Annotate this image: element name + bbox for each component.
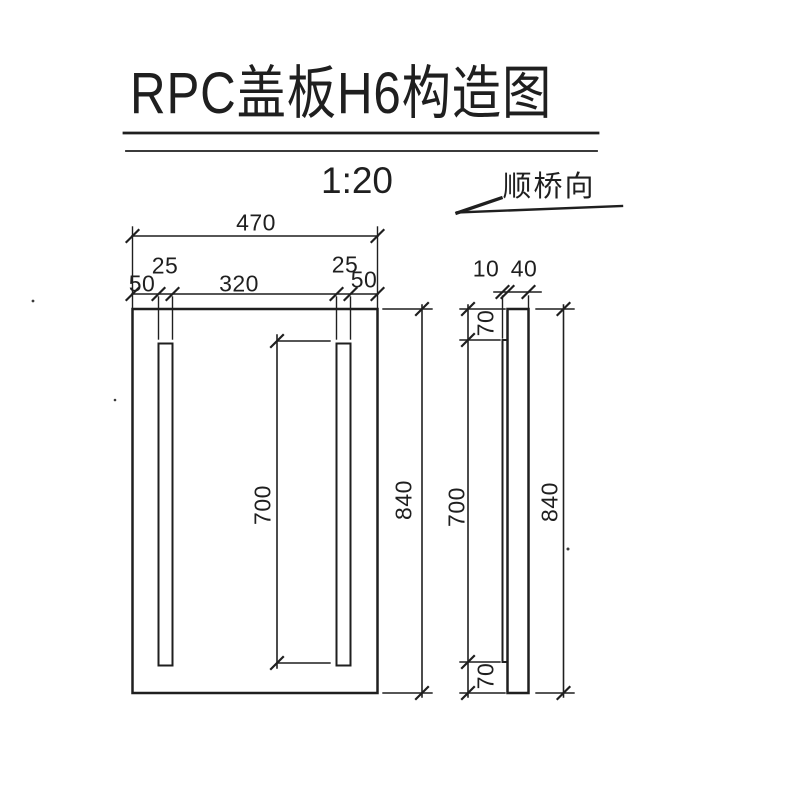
- side-view: [459, 284, 575, 701]
- plan-center-span-label: 320: [219, 270, 259, 297]
- plan-edge-right-label: 50: [350, 266, 378, 293]
- direction-arrow-icon: [454, 195, 624, 216]
- side-rib-outline: [501, 339, 509, 663]
- plan-dim-ticks: [124, 228, 430, 701]
- plan-slot-left: [157, 342, 174, 667]
- side-rib-thickness-label: 10: [472, 255, 500, 282]
- plan-slot-right-width-label: 25: [331, 251, 359, 278]
- side-plate-thickness-label: 40: [510, 255, 538, 282]
- plan-slot-right: [335, 342, 352, 667]
- plan-edge-left-label: 50: [128, 270, 156, 297]
- plan-overall-height-label: 840: [390, 480, 417, 520]
- direction-label: 顺桥向: [502, 171, 596, 203]
- side-overall-height-label: 840: [536, 482, 563, 522]
- plan-overall-width-label: 470: [236, 209, 276, 236]
- scan-specks: [31, 299, 570, 551]
- side-bottom-offset-label: 70: [472, 662, 499, 690]
- side-rib-length-label: 700: [443, 487, 470, 527]
- side-dim-ticks: [460, 284, 572, 701]
- plan-plate-outline: [131, 307, 379, 695]
- drawing-title: RPC盖板H6构造图: [130, 61, 553, 126]
- plan-slot-left-width-label: 25: [151, 252, 179, 279]
- plan-slot-length-label: 700: [249, 485, 276, 525]
- title-rule: [122, 131, 600, 152]
- plan-view: [124, 226, 433, 701]
- scale-label: 1:20: [320, 160, 394, 201]
- side-plate-outline: [506, 307, 530, 695]
- side-top-offset-label: 70: [472, 309, 499, 337]
